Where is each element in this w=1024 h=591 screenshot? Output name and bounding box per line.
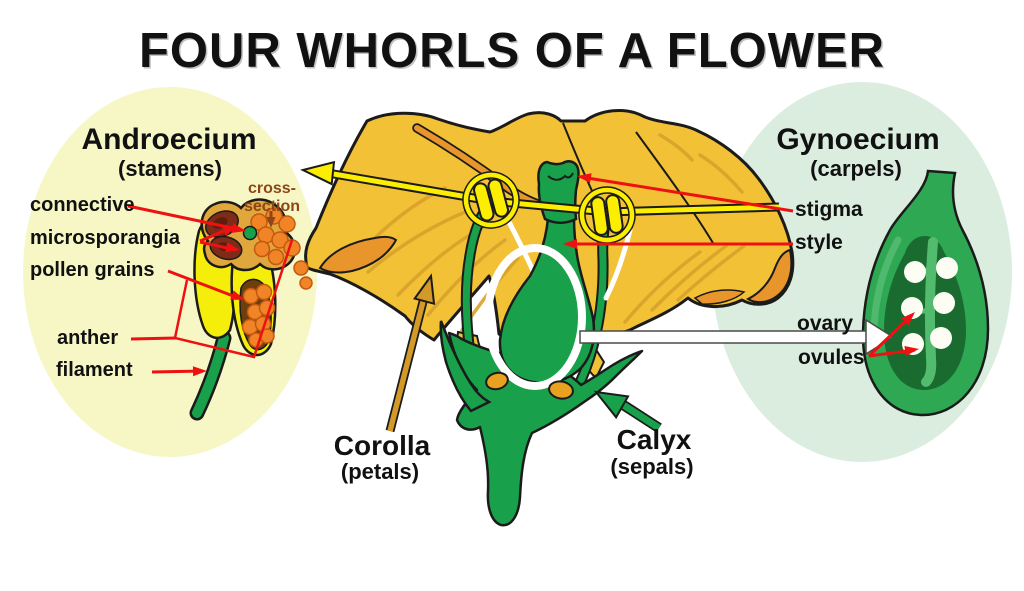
calyx-heading: Calyx bbox=[616, 424, 692, 455]
petal-underside-right bbox=[745, 248, 793, 304]
anther-label: anther bbox=[57, 327, 119, 349]
ovary-highlight-ring bbox=[484, 244, 586, 390]
nectary-right bbox=[548, 380, 574, 400]
ovary-and-style-shape bbox=[498, 215, 596, 385]
calyx-arrow bbox=[593, 390, 662, 433]
stigma-label: stigma bbox=[795, 198, 863, 221]
page-title: FOUR WHORLS OF A FLOWER bbox=[138, 24, 886, 78]
anther-bracket bbox=[173, 239, 294, 359]
inset-filament bbox=[192, 333, 229, 418]
filament-label: filament bbox=[56, 359, 133, 381]
cross-section-line1: cross- bbox=[247, 180, 297, 197]
connective-label: connective bbox=[30, 194, 135, 216]
corolla-arrow bbox=[385, 273, 436, 433]
microsporangia-label: microsporangia bbox=[30, 227, 181, 249]
androecium-heading: Androecium bbox=[81, 123, 257, 156]
ovary-label: ovary bbox=[797, 312, 854, 335]
anther-left bbox=[462, 171, 520, 229]
sepal-left bbox=[439, 320, 492, 413]
cross-section-label: cross- section bbox=[244, 180, 300, 217]
corolla-subheading: (petals) bbox=[340, 459, 420, 484]
carpel-placenta-column bbox=[921, 237, 938, 387]
cross-section-line2: section bbox=[243, 198, 301, 216]
carpel-inner-highlight bbox=[870, 236, 902, 334]
petal-underside-left bbox=[318, 235, 398, 274]
anther-pointer-arrow bbox=[300, 160, 780, 217]
stigma-shape bbox=[537, 160, 580, 224]
stigma-notch-line bbox=[547, 172, 574, 181]
calyx-subheading: (sepals) bbox=[610, 454, 694, 479]
androecium-subheading: (stamens) bbox=[118, 156, 222, 181]
anther-right bbox=[578, 186, 636, 244]
style-label: style bbox=[795, 231, 843, 254]
gynoecium-heading: Gynoecium bbox=[776, 123, 940, 156]
ovules-circles bbox=[901, 257, 958, 355]
gynoecium-subheading: (carpels) bbox=[810, 156, 902, 181]
red-arrowheads bbox=[192, 173, 919, 377]
yellow-arrowhead bbox=[300, 160, 336, 186]
cross-section-arrow bbox=[266, 211, 276, 228]
ovules-label: ovules bbox=[798, 346, 865, 369]
nectary-left bbox=[485, 371, 509, 391]
inset-connective-dot bbox=[242, 225, 258, 241]
corolla-heading: Corolla bbox=[333, 430, 431, 461]
petal-underside-right-small bbox=[693, 289, 746, 305]
pollen-grains-label: pollen grains bbox=[30, 259, 155, 281]
